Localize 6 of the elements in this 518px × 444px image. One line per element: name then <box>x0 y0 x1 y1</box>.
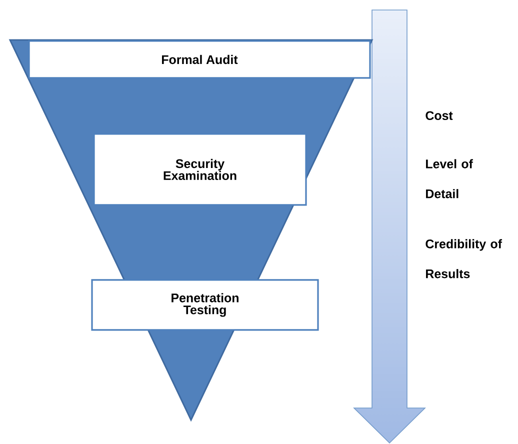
text-box: Security Examination <box>93 133 307 206</box>
axis-label: Credibility of Results <box>426 239 502 278</box>
text-box: Penetration Testing <box>91 279 319 331</box>
text-box: Formal Audit <box>28 40 371 79</box>
axis-label: Level of Detail <box>426 159 473 198</box>
axis-label: Cost <box>426 111 453 120</box>
